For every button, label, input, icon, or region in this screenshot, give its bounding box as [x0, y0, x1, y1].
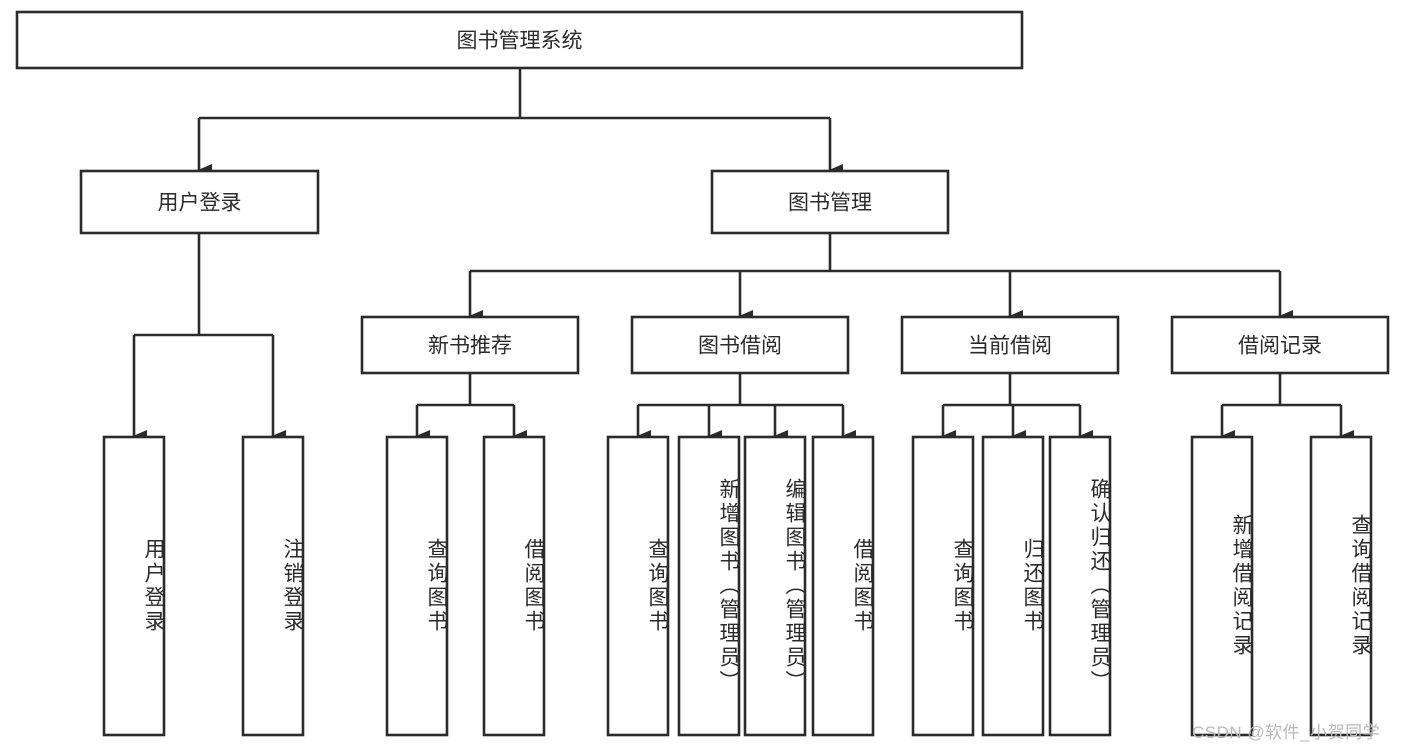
node-leaf-return-book[interactable] — [981, 435, 1045, 737]
node-leaf-add-record[interactable] — [1190, 435, 1254, 737]
node-leaf-query-book-2[interactable] — [606, 435, 670, 737]
node-book-management-label: 图书管理 — [788, 192, 872, 215]
node-new-book-recommend[interactable] — [360, 315, 580, 375]
node-leaf-borrow-book-1[interactable] — [482, 435, 546, 737]
node-book-borrow[interactable] — [630, 315, 850, 375]
node-leaf-query-book-3[interactable] — [911, 435, 975, 737]
node-leaf-query-book-1[interactable] — [385, 435, 449, 737]
node-current-borrow[interactable] — [900, 315, 1120, 375]
node-leaf-add-book[interactable] — [677, 435, 741, 737]
connector-layer — [132, 68, 1354, 442]
node-leaf-logout[interactable] — [241, 435, 305, 737]
node-borrow-record-label: 借阅记录 — [1238, 335, 1322, 358]
node-book-management[interactable] — [710, 169, 950, 235]
node-user-login[interactable] — [79, 169, 320, 235]
node-leaf-query-record[interactable] — [1309, 435, 1373, 737]
node-book-borrow-label: 图书借阅 — [698, 335, 782, 358]
csdn-watermark: CSDN @软件_小贺同学 — [1192, 723, 1381, 742]
node-leaf-user-login[interactable] — [102, 435, 166, 737]
node-leaf-confirm-return[interactable] — [1048, 435, 1112, 737]
node-leaf-edit-book[interactable] — [743, 435, 807, 737]
node-borrow-record[interactable] — [1170, 315, 1390, 375]
node-root[interactable] — [15, 10, 1024, 70]
node-root-label: 图书管理系统 — [457, 30, 583, 53]
node-leaf-borrow-book-2[interactable] — [811, 435, 875, 737]
node-current-borrow-label: 当前借阅 — [968, 335, 1052, 358]
node-new-book-recommend-label: 新书推荐 — [428, 335, 512, 358]
node-user-login-label: 用户登录 — [158, 192, 242, 215]
